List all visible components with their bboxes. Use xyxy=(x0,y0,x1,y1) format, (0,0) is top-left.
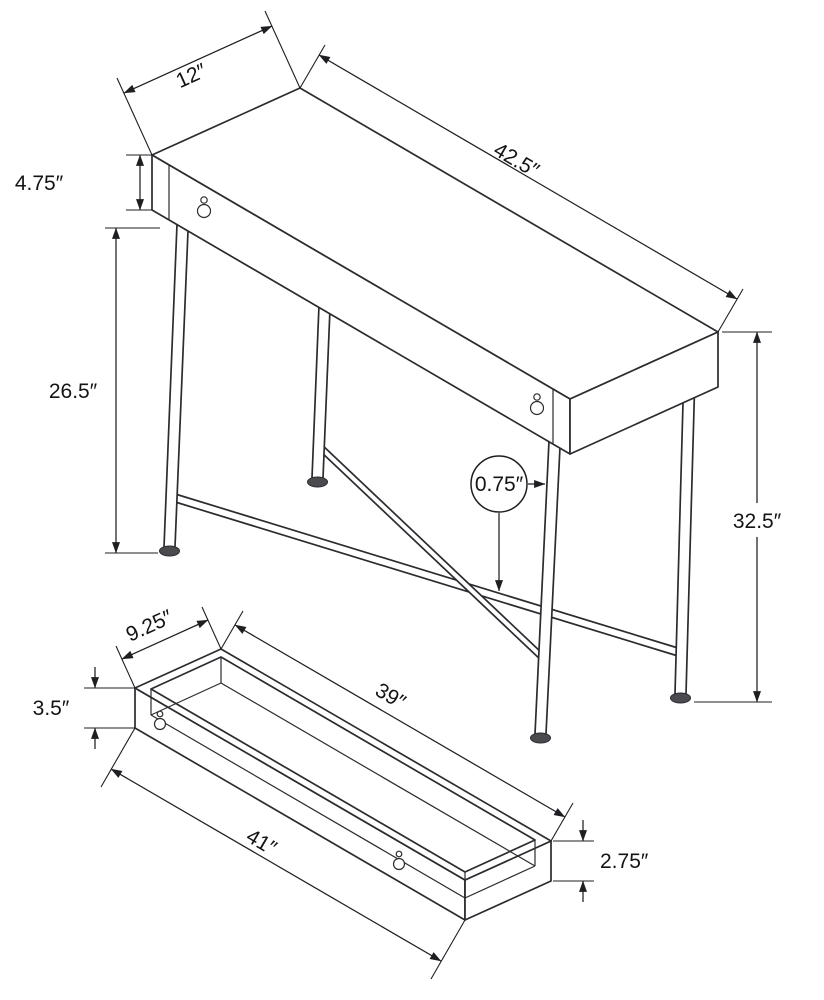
x-stretcher xyxy=(171,442,679,663)
dimension-line xyxy=(110,768,442,962)
dim-tube-diameter-callout: 0.75″ xyxy=(470,455,546,592)
front-left-foot-cap xyxy=(159,545,180,557)
back-right-foot-cap xyxy=(670,692,691,704)
extension-lines xyxy=(100,727,466,980)
dimension-line xyxy=(234,624,566,818)
extension-lines xyxy=(220,610,574,842)
dimension-line xyxy=(123,25,273,94)
table-assembly-view xyxy=(151,87,719,744)
extension-lines xyxy=(84,687,135,729)
extension-lines xyxy=(553,840,594,882)
back-left-foot-cap xyxy=(307,476,328,488)
drawer-inner-corner-edges xyxy=(150,657,536,898)
drawer-pull-left-icon xyxy=(153,710,167,731)
table-top xyxy=(151,87,719,455)
extension-lines xyxy=(126,154,152,211)
pull-ring xyxy=(200,196,208,204)
drawer-pull-right-icon xyxy=(529,393,545,416)
dimension-value: 42.5″ xyxy=(490,138,544,183)
dim-drawer-front-height: 3.5″ xyxy=(33,667,135,749)
pull-drop xyxy=(529,400,545,416)
extension-lines xyxy=(115,606,222,689)
pull-ring xyxy=(395,850,403,858)
dimension-value: 9.25″ xyxy=(123,605,177,646)
dimension-value: 0.75″ xyxy=(475,473,524,496)
dimension-line xyxy=(121,619,209,660)
dim-drawer-side-height: 2.75″ xyxy=(553,820,649,902)
dimension-value: 3.5″ xyxy=(33,697,70,720)
pull-ring xyxy=(533,393,541,401)
stretcher-tube-1 xyxy=(171,492,679,657)
table-right-end-face xyxy=(569,331,719,455)
pull-ring xyxy=(156,710,164,718)
dim-floor-clearance: 26.5″ xyxy=(49,227,160,554)
dimension-value: 32.5″ xyxy=(733,510,782,533)
pull-drop xyxy=(392,857,406,871)
front-right-foot-cap xyxy=(530,732,551,744)
callout-circle xyxy=(470,455,528,513)
dim-apron-height: 4.75″ xyxy=(15,154,152,211)
dim-overall-height: 32.5″ xyxy=(694,331,782,703)
extension-lines xyxy=(299,44,744,333)
dimension-value: 12″ xyxy=(173,59,211,93)
dimension-value: 2.75″ xyxy=(600,850,649,873)
back-right-leg xyxy=(674,365,696,695)
drawer-pull-left-icon xyxy=(196,196,212,219)
pull-drop xyxy=(196,203,212,219)
drawer-view xyxy=(134,648,552,921)
dimension-value: 4.75″ xyxy=(15,172,64,195)
pull-drop xyxy=(153,717,167,731)
dimension-value: 26.5″ xyxy=(49,380,98,403)
front-right-leg xyxy=(534,440,561,735)
dimension-line xyxy=(318,54,738,300)
extension-lines xyxy=(105,227,160,554)
dimension-value: 41″ xyxy=(242,825,281,861)
drawer-seam-lines xyxy=(168,165,554,444)
dimension-value: 39″ xyxy=(371,679,410,715)
extension-lines xyxy=(116,10,301,156)
